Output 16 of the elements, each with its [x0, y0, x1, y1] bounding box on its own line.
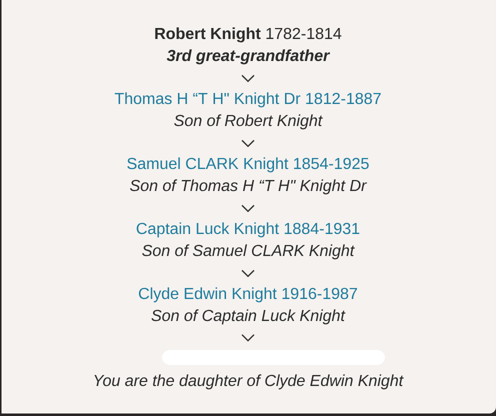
relationship-text: Son of Samuel CLARK Knight — [142, 244, 355, 260]
chevron-arrow — [242, 140, 254, 148]
person-name: Robert Knight 1782-1814 — [155, 27, 342, 42]
relationship-text: Son of Thomas H “T H" Knight Dr — [130, 179, 367, 194]
relationship-text: 3rd great-grandfather — [166, 49, 330, 64]
person-name: Thomas H “T H" Knight Dr 1812-1887 — [114, 92, 381, 108]
chevron-arrow — [242, 74, 254, 82]
chevron-arrow — [242, 204, 254, 212]
relationship-text: Son of Robert Knight — [174, 114, 323, 130]
person-name: Clyde Edwin Knight 1916-1987 — [138, 287, 357, 302]
person-name: Captain Luck Knight 1884-1931 — [136, 222, 360, 238]
chevron-arrow — [242, 334, 254, 342]
person-name: Samuel CLARK Knight 1854-1925 — [127, 157, 369, 172]
relationship-text: You are the daughter of Clyde Edwin Knight — [94, 374, 404, 390]
chevron-arrow — [242, 270, 254, 278]
relationship-text: Son of Captain Luck Knight — [152, 309, 346, 324]
